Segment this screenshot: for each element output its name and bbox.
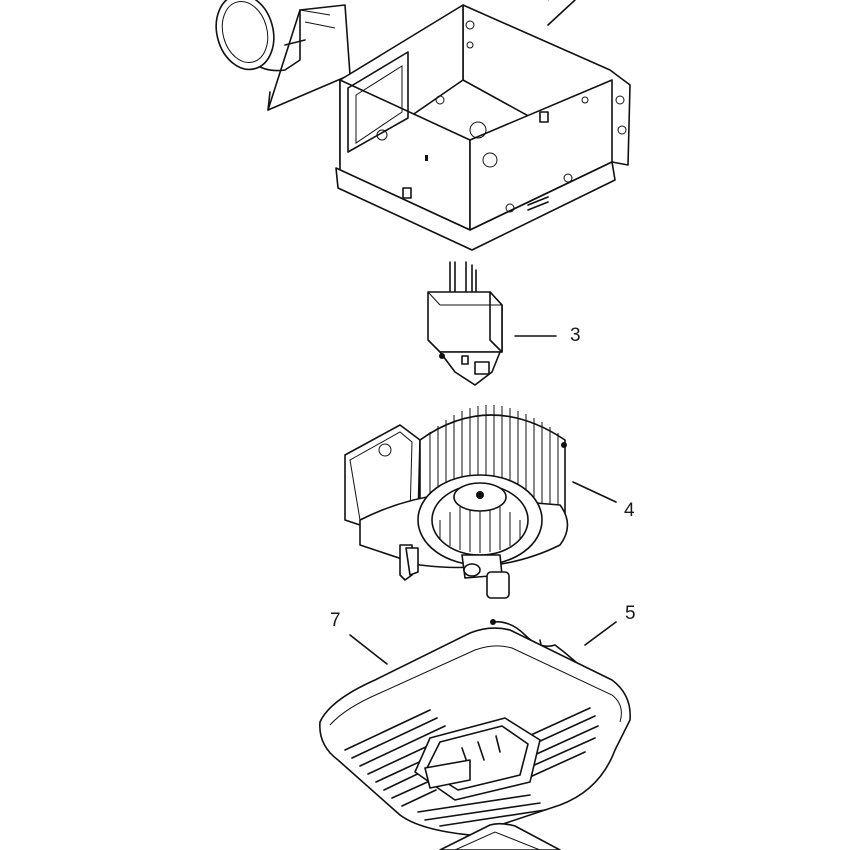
duct-connector-icon bbox=[215, 0, 351, 111]
leader-line-7 bbox=[349, 634, 388, 665]
motor-capacitor-icon bbox=[427, 261, 503, 386]
next-part-edge-icon bbox=[439, 822, 561, 850]
callout-label-4: 4 bbox=[624, 500, 635, 521]
callout-label-3: 3 bbox=[570, 325, 581, 346]
blower-wheel-assembly-icon bbox=[344, 405, 569, 599]
housing-icon bbox=[335, 0, 631, 251]
callout-label-7: 7 bbox=[330, 610, 341, 631]
leader-line-5 bbox=[584, 621, 617, 646]
callout-label-5: 5 bbox=[625, 603, 636, 624]
leader-line-4 bbox=[572, 481, 617, 503]
grille-icon bbox=[319, 627, 631, 836]
